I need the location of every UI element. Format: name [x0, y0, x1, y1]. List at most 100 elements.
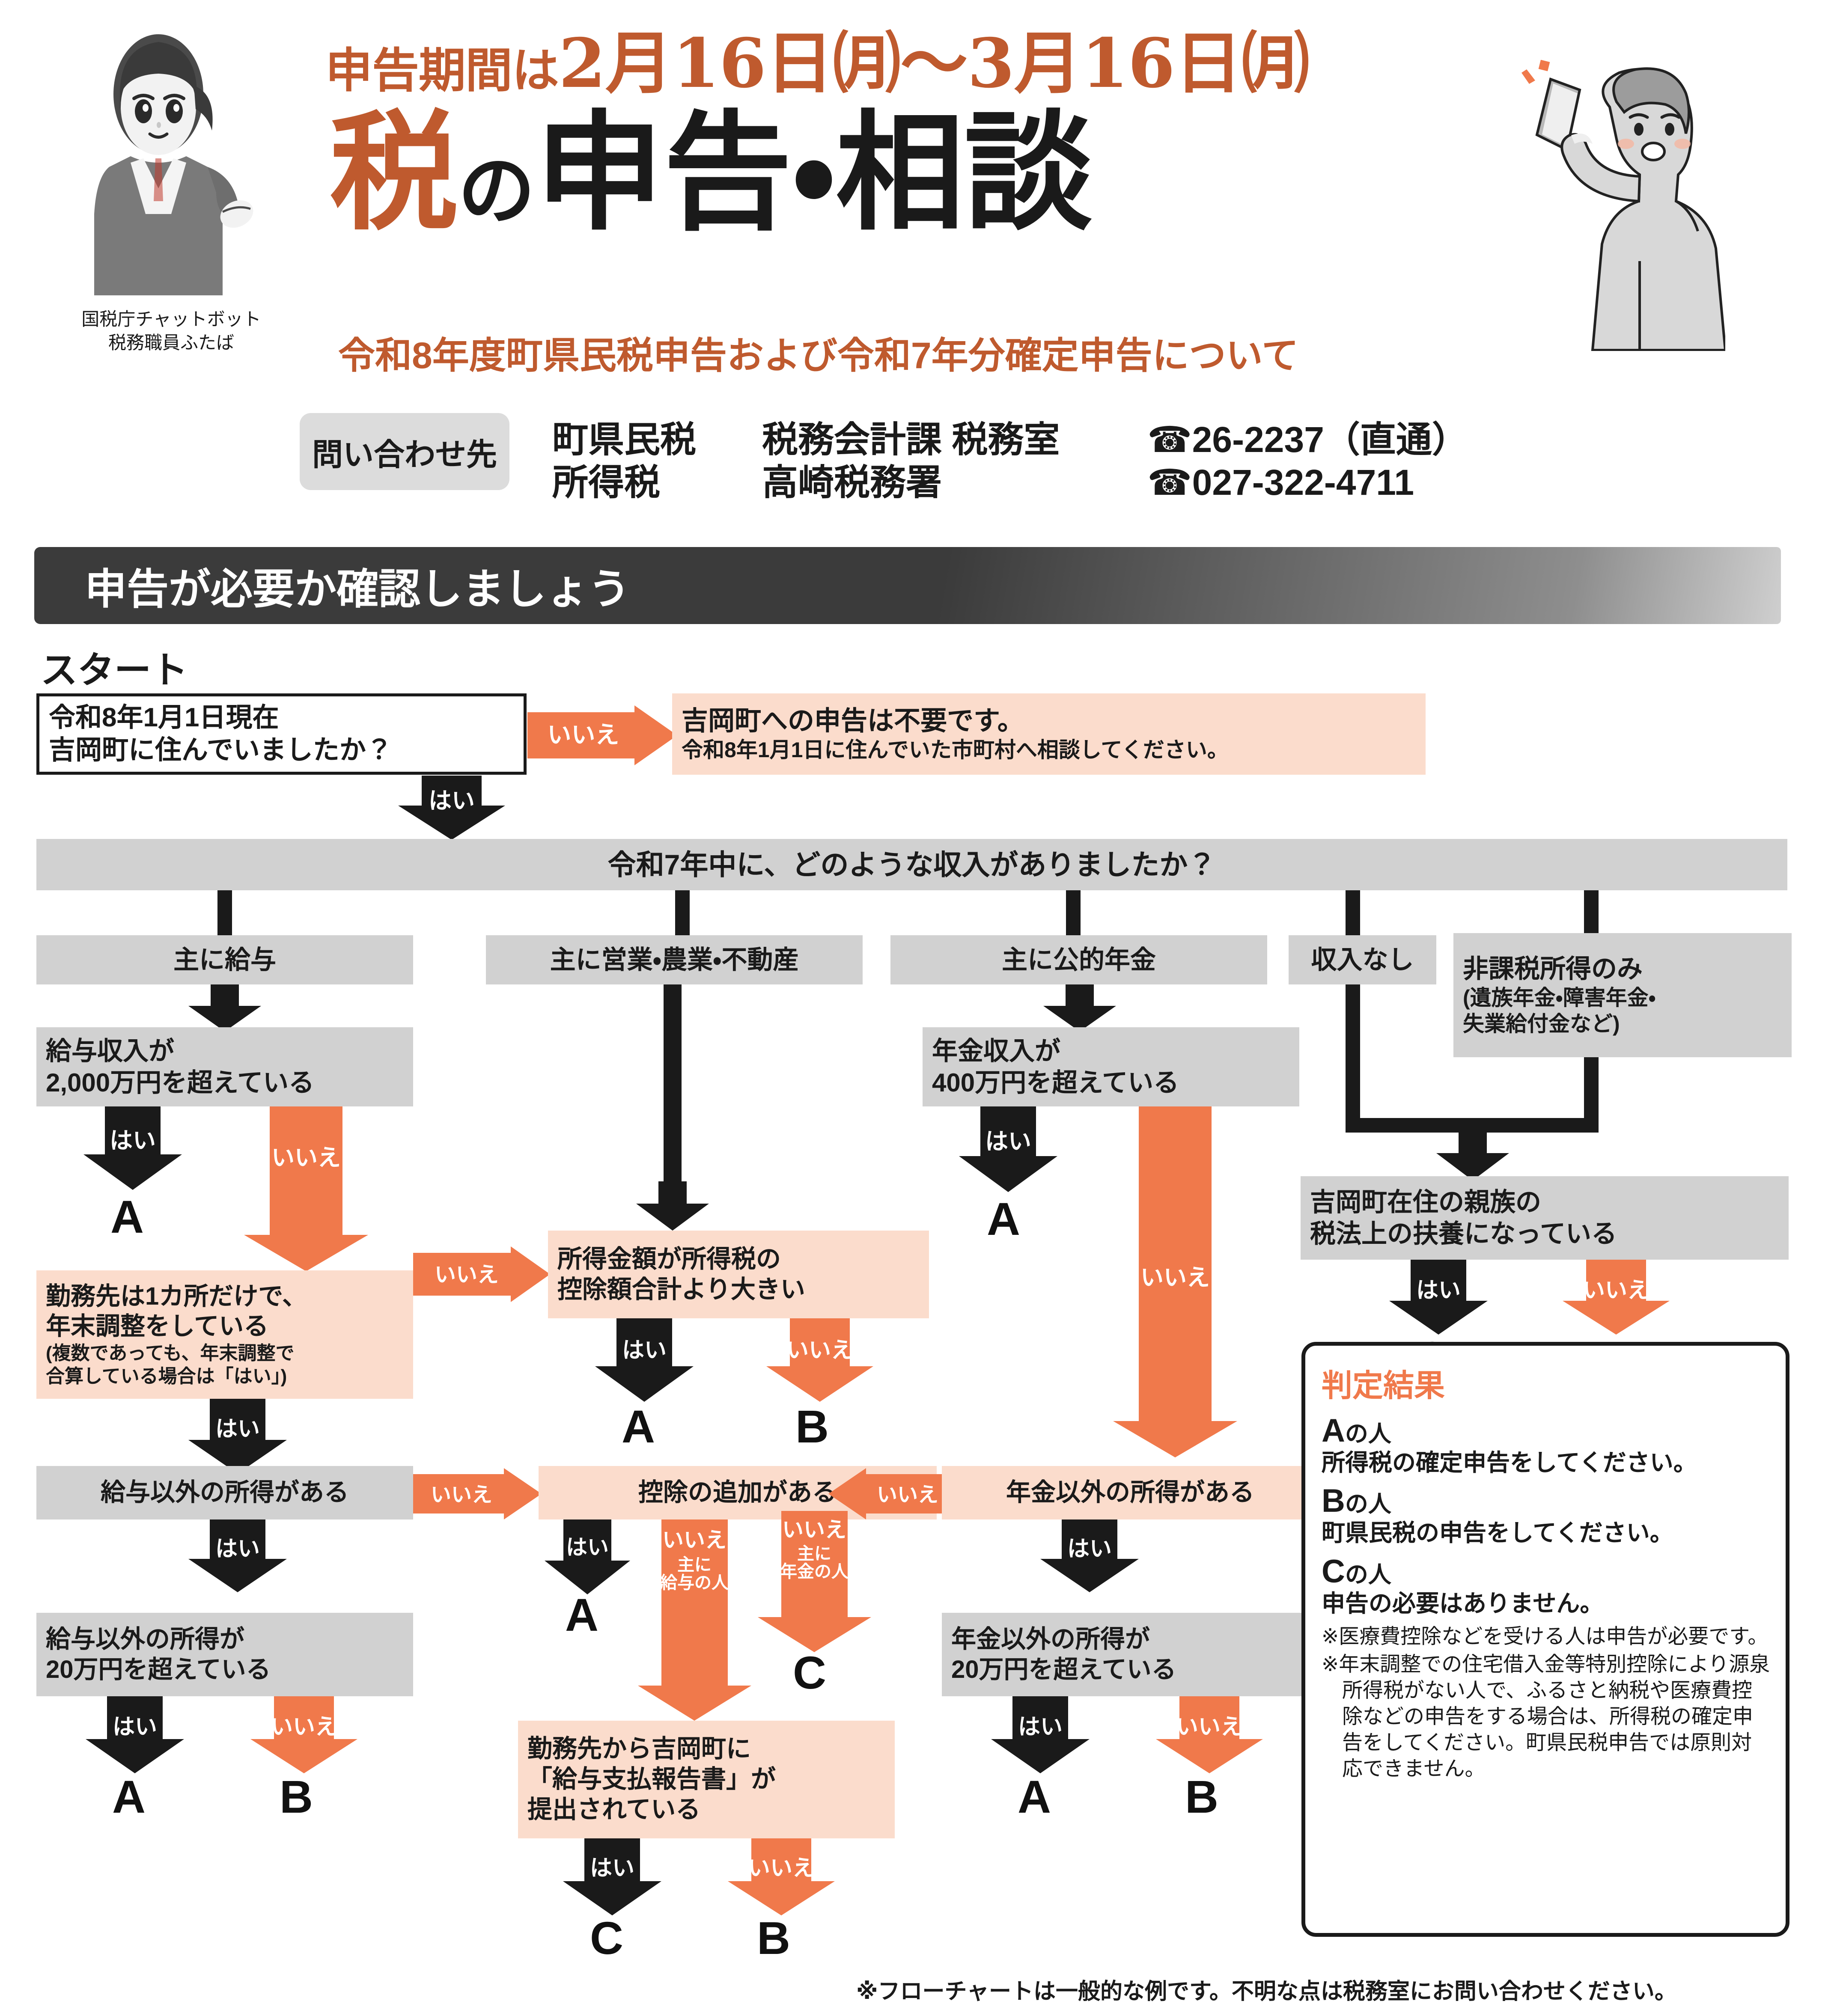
arrow-label-yes: はい: [985, 1129, 1031, 1154]
arrow-label-yes: はい: [112, 1715, 157, 1739]
connector-business-long: [664, 984, 682, 1203]
result-letter-C: C: [793, 1647, 826, 1698]
arrow-label-no-mainly-salary: いいえ 主に 給与の人: [660, 1528, 729, 1593]
result-letter-C: C: [590, 1912, 623, 1964]
filing-period-heading: 申告期間は2月16日㈪～3月16日㈪: [325, 24, 1310, 103]
arrow-no-to-income-deduction: [413, 1246, 550, 1302]
start-label: スタート: [41, 650, 188, 691]
connector-business: [675, 890, 690, 937]
arrow-yes-income-to-A: [595, 1318, 694, 1402]
results-notes: ※医療費控除などを受ける人は申告が必要です。 ※年末調整での住宅借入金等特別控除…: [1322, 1624, 1771, 1782]
arrow-yes-pension-to-A: [959, 1106, 1057, 1192]
arrow-label-no: いいえ: [430, 1484, 492, 1506]
woman-with-smartphone-illustration: [1521, 60, 1725, 351]
node-other-pension-over-200k: 年金以外の所得が 20万円を超えている: [942, 1613, 1319, 1696]
arrow-label-no: いいえ: [1582, 1278, 1649, 1303]
arrow-no-mainly-pension-to-C: [758, 1511, 871, 1652]
node-salary-over-20m: 給与収入が 2,000万円を超えている: [36, 1027, 413, 1106]
contact-phone: ☎26-2237（直通）: [1147, 419, 1468, 460]
arrow-label-no: いいえ: [876, 1484, 938, 1506]
section-banner: 申告が必要か確認しましょう: [34, 547, 1781, 624]
arrow-to-salary-question: [188, 984, 261, 1032]
arrow-yes-200k-to-A: [86, 1696, 184, 1773]
contact-office: 高崎税務署: [762, 462, 942, 503]
node-other-salary-over-200k: 給与以外の所得が 20万円を超えている: [36, 1613, 413, 1696]
contact-tax-type: 所得税: [552, 462, 661, 503]
arrow-no-mainly-salary: [638, 1519, 751, 1721]
result-letter-B: B: [795, 1400, 829, 1452]
arrow-yes-pension-200k-to-A: [991, 1696, 1090, 1773]
connector-pension: [1066, 890, 1081, 937]
page-title: 税の申告・相談: [330, 97, 1093, 248]
connector-no-income-down: [1346, 984, 1360, 1132]
arrow-no-200k-to-B: [250, 1696, 357, 1773]
arrow-yes-report-to-C: [563, 1838, 661, 1915]
arrow-label-no-mainly-pension: いいえ 主に 年金の人: [780, 1518, 849, 1582]
result-letter-A: A: [112, 1771, 146, 1823]
contact-phone: ☎027-322-4711: [1147, 462, 1414, 503]
node-no-filing-required: 吉岡町への申告は不要です。 令和8年1月1日に住んでいた市町村へ相談してください…: [672, 693, 1426, 775]
contact-row: 所得税 高崎税務署 ☎027-322-4711: [552, 454, 1468, 503]
arrow-label-no: いいえ: [271, 1145, 341, 1171]
node-category-salary: 主に給与: [36, 935, 413, 984]
arrow-to-pension-question: [1043, 984, 1116, 1032]
mascot-caption: 国税庁チャットボット 税務職員ふたば: [81, 309, 261, 354]
result-letter-B: B: [757, 1912, 790, 1964]
results-legend-box: 判定結果 Aの人 所得税の確定申告をしてください。 Bの人 町県民税の申告をして…: [1301, 1342, 1789, 1937]
contact-tax-type: 町県民税: [552, 419, 697, 460]
arrow-yes-salary-to-A: [83, 1106, 182, 1190]
arrow-no-salary: [244, 1106, 368, 1271]
arrow-yes-from-start: [398, 776, 505, 840]
node-other-salary-income: 給与以外の所得がある: [36, 1466, 413, 1519]
arrow-no-to-more-deduction-left: [413, 1468, 542, 1519]
contact-row: 町県民税 税務会計課 税務室 ☎26-2237（直通）: [552, 411, 1468, 460]
arrow-label-no: いいえ: [270, 1715, 337, 1739]
arrow-no-pension-200k-to-B: [1156, 1696, 1263, 1773]
result-letter: C: [1322, 1553, 1345, 1590]
results-note-2: ※年末調整での住宅借入金等特別控除により源泉所得税がない人で、ふるさと納税や医療…: [1322, 1653, 1770, 1781]
arrow-no-income-to-B: [766, 1318, 873, 1402]
contact-table: 町県民税 税務会計課 税務室 ☎26-2237（直通） 所得税 高崎税務署 ☎0…: [552, 411, 1468, 503]
arrow-label-yes: はい: [1067, 1537, 1112, 1561]
footer-disclaimer: ※フローチャートは一般的な例です。不明な点は税務室にお問い合わせください。: [856, 1979, 1677, 2004]
result-description: 申告の必要はありません。: [1322, 1590, 1604, 1617]
connector-salary: [217, 890, 232, 937]
arrow-yes-single-employer: [188, 1399, 287, 1474]
result-description: 町県民税の申告をしてください。: [1322, 1519, 1673, 1546]
node-pension-over-4m: 年金収入が 400万円を超えている: [923, 1027, 1299, 1106]
arrow-label-no: いいえ: [747, 1856, 815, 1881]
arrow-no-to-more-deduction-right: [828, 1468, 957, 1519]
node-category-business: 主に営業・農業・不動産: [486, 935, 863, 984]
arrow-label-yes: はい: [1416, 1278, 1461, 1303]
results-title: 判定結果: [1322, 1369, 1445, 1403]
node-category-pension: 主に公的年金: [890, 935, 1267, 984]
result-letter: B: [1322, 1483, 1345, 1519]
connector-nontax: [1584, 890, 1599, 937]
arrow-label-yes: はい: [110, 1128, 156, 1154]
result-letter-B: B: [1185, 1771, 1218, 1823]
arrow-no-to-not-required: [527, 705, 677, 765]
node-income-exceeds-deduction: 所得金額が所得税の 控除額合計より大きい: [548, 1231, 929, 1318]
arrow-label-yes: はい: [215, 1537, 260, 1561]
connector-none: [1346, 890, 1360, 937]
result-letter-A: A: [110, 1191, 144, 1243]
node-income-type-question: 令和7年中に、どのような収入がありましたか？: [36, 839, 1787, 890]
result-entry-A: Aの人 所得税の確定申告をしてください。: [1322, 1413, 1771, 1476]
contact-label: 問い合わせ先: [300, 413, 509, 490]
arrow-yes-other-pension-income: [1040, 1519, 1139, 1592]
result-letter-A: A: [622, 1400, 655, 1452]
node-other-pension-income: 年金以外の所得がある: [942, 1466, 1319, 1519]
arrow-no-report-to-B: [728, 1838, 835, 1915]
page-subtitle: 令和8年度町県民税申告および令和7年分確定申告について: [338, 335, 1299, 376]
arrow-label-yes: はい: [590, 1856, 634, 1881]
result-letter-A: A: [987, 1193, 1020, 1245]
arrow-yes-deduction-to-A: [545, 1519, 630, 1594]
arrow-no-dependent-to-B: [1563, 1260, 1670, 1335]
result-letter-B: B: [280, 1771, 313, 1823]
arrow-yes-other-salary-income: [188, 1519, 287, 1592]
arrow-to-dependent-question: [1436, 1129, 1509, 1180]
result-letter-A: A: [1018, 1771, 1051, 1823]
result-description: 所得税の確定申告をしてください。: [1322, 1449, 1697, 1476]
node-category-nontaxable: 非課税所得のみ (遺族年金・障害年金・ 失業給付金など): [1453, 933, 1792, 1057]
